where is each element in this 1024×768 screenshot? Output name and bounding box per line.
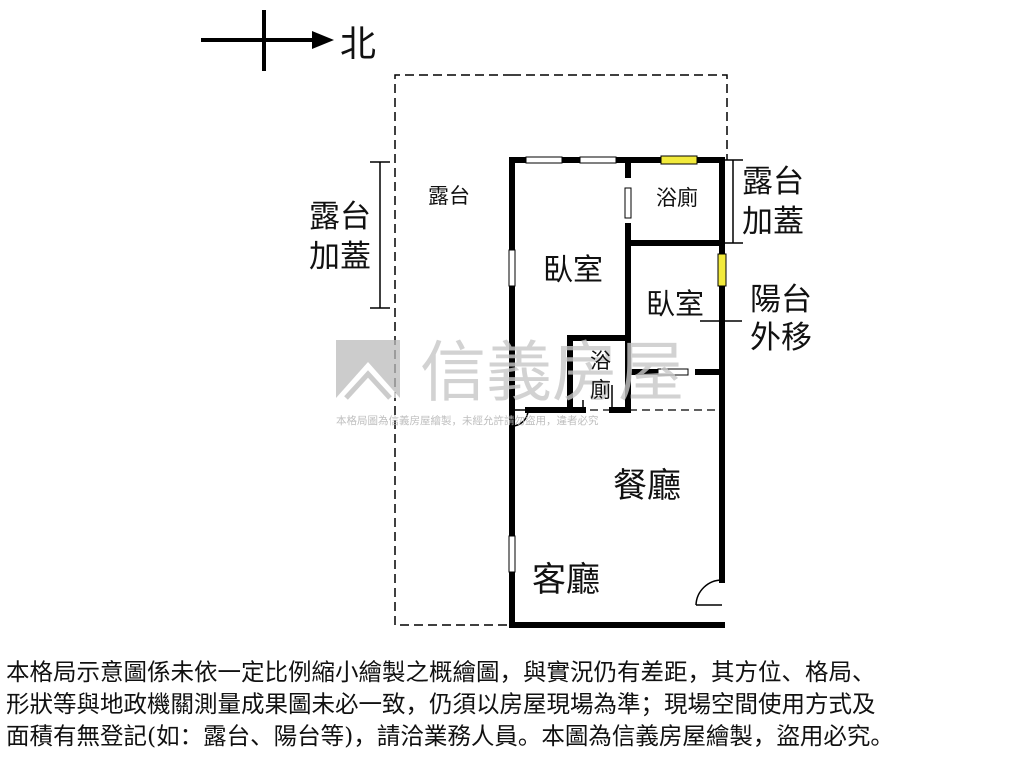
bath-mid-label-2: 廁 (590, 378, 611, 402)
dining-label: 餐廳 (613, 466, 681, 506)
disclaimer-line-2: 形狀等與地政機關測量成果圖未必一致，仍須以房屋現場為準；現場空間使用方式及 (6, 690, 876, 718)
north-compass: 北 (201, 10, 376, 71)
left-addition-label-2: 加蓋 (309, 239, 371, 275)
window-highlight-right (717, 253, 727, 287)
bath-top-label: 浴廁 (656, 186, 698, 210)
watermark-notice: 本格局圖為信義房屋繪製，未經允許請勿盜用，違者必究 (336, 414, 599, 427)
disclaimer-line-1: 本格局示意圖係未依一定比例縮小繪製之概繪圖，與實況仍有差距，其方位、格局、 (6, 658, 876, 686)
floor-plan: 北 (201, 10, 812, 628)
terrace-addition-outline-right (512, 74, 728, 160)
disclaimer-text: 本格局示意圖係未依一定比例縮小繪製之概繪圖，與實況仍有差距，其方位、格局、 形狀… (6, 656, 1022, 752)
windows (508, 156, 689, 573)
balcony-label-1: 陽台 (750, 282, 812, 318)
balcony-label-2: 外移 (750, 320, 812, 356)
right-addition-label-2: 加蓋 (742, 204, 804, 240)
watermark-brand: 信義房屋 (420, 334, 684, 411)
brand-logo-icon (336, 340, 400, 400)
disclaimer-line-3: 面積有無登記(如：露台、陽台等)，請洽業務人員。本圖為信義房屋繪製，盜用必究。 (6, 722, 894, 750)
left-dimension (370, 161, 390, 309)
highlighted-windows (660, 155, 727, 287)
bath-mid-label-1: 浴 (590, 349, 611, 373)
brand-watermark: 信義房屋 本格局圖為信義房屋繪製，未經允許請勿盜用，違者必究 (336, 334, 684, 427)
doors (511, 385, 723, 606)
left-addition-label-1: 露台 (309, 199, 371, 235)
bedroom-left-label: 臥室 (543, 253, 603, 288)
terrace-label: 露台 (428, 184, 470, 208)
window-highlight-top (660, 155, 698, 165)
living-label: 客廳 (532, 560, 600, 600)
bedroom-right-label: 臥室 (646, 287, 704, 321)
north-arrow-icon (312, 31, 334, 49)
compass-label: 北 (340, 24, 376, 65)
right-addition-label-1: 露台 (742, 164, 804, 200)
